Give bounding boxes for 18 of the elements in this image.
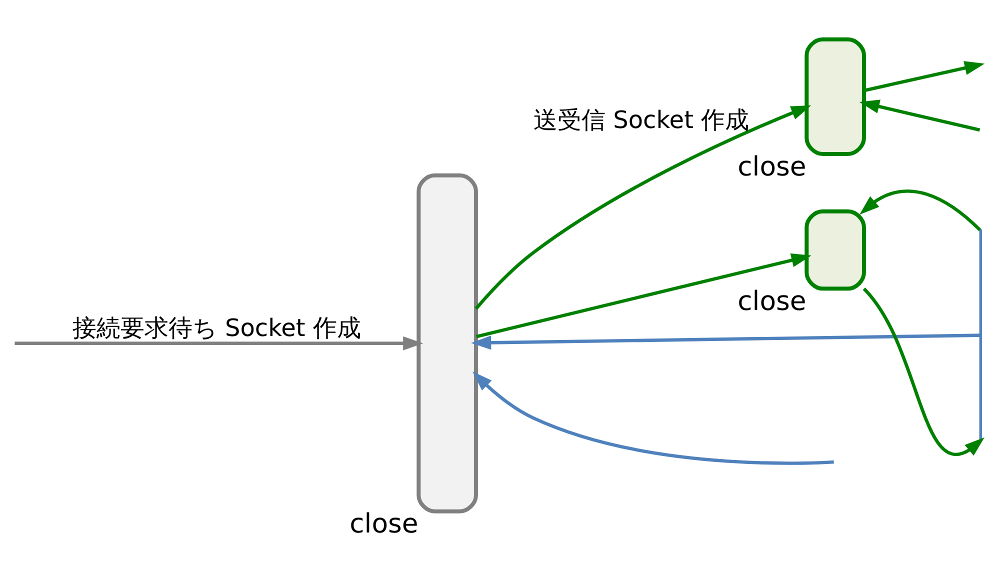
node-box [416, 173, 478, 514]
arrow [859, 190, 982, 232]
node-label: close [350, 508, 418, 540]
arrow [474, 105, 812, 310]
arrow [471, 334, 980, 350]
arrow [472, 372, 834, 465]
arrow [864, 61, 985, 92]
node-bar [979, 229, 982, 442]
edge-label: 接続要求待ち Socket 作成 [72, 314, 361, 342]
arrow [14, 336, 424, 350]
node-label: close [738, 151, 806, 182]
edge-label: 送受信 Socket 作成 [534, 106, 750, 134]
arrow [862, 288, 985, 456]
node-box [804, 209, 866, 291]
node-label: close [738, 286, 806, 317]
arrow [859, 100, 980, 132]
arrow [476, 253, 812, 338]
node-box [804, 37, 866, 156]
